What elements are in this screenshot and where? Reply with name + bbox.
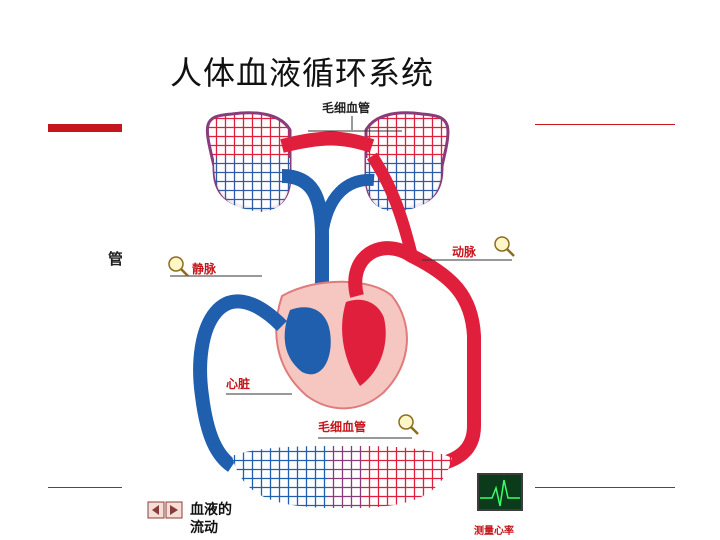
heart-right-side bbox=[284, 307, 331, 375]
label-vein: 静脉 bbox=[192, 261, 217, 276]
label-artery: 动脉 bbox=[452, 244, 477, 259]
heart-monitor-icon[interactable] bbox=[477, 473, 523, 511]
blood-flow-label-2: 流动 bbox=[190, 519, 218, 536]
heart-rate-button[interactable]: 测量心率 bbox=[474, 473, 523, 537]
pulmonary-blue-right bbox=[316, 173, 375, 237]
label-capillary-bottom: 毛细血管 bbox=[318, 419, 366, 434]
body-capillaries-purple bbox=[327, 446, 362, 508]
left-lung bbox=[205, 111, 292, 212]
slide-title: 人体血液循环系统 bbox=[170, 54, 435, 92]
title-accent-bar bbox=[48, 124, 124, 132]
systemic-vein bbox=[193, 294, 287, 472]
magnifier-icon[interactable] bbox=[494, 236, 515, 257]
aorta bbox=[348, 241, 481, 426]
circulation-diagram: 毛细血管 动脉 静脉 心脏 毛细血管 血液的 流动 测量心率 bbox=[122, 96, 535, 540]
label-heart: 心脏 bbox=[226, 376, 250, 391]
body-capillaries-red bbox=[362, 446, 452, 508]
heart-rate-label: 测量心率 bbox=[474, 524, 514, 537]
body-capillaries-blue bbox=[232, 446, 327, 508]
magnifier-icon[interactable] bbox=[168, 256, 189, 277]
pulmonary-vein-red bbox=[280, 131, 375, 153]
bottom-left-rule bbox=[48, 487, 124, 488]
artery-upper bbox=[366, 152, 418, 258]
blood-flow-button[interactable]: 血液的 流动 bbox=[147, 501, 232, 536]
label-capillary-top: 毛细血管 bbox=[322, 100, 370, 115]
heart-left-side bbox=[342, 299, 386, 386]
play-controls-icon[interactable] bbox=[147, 501, 183, 519]
magnifier-icon[interactable] bbox=[398, 414, 419, 435]
top-right-rule bbox=[535, 124, 675, 125]
bottom-right-rule bbox=[535, 487, 675, 488]
blood-flow-label-1: 血液的 bbox=[190, 501, 232, 518]
